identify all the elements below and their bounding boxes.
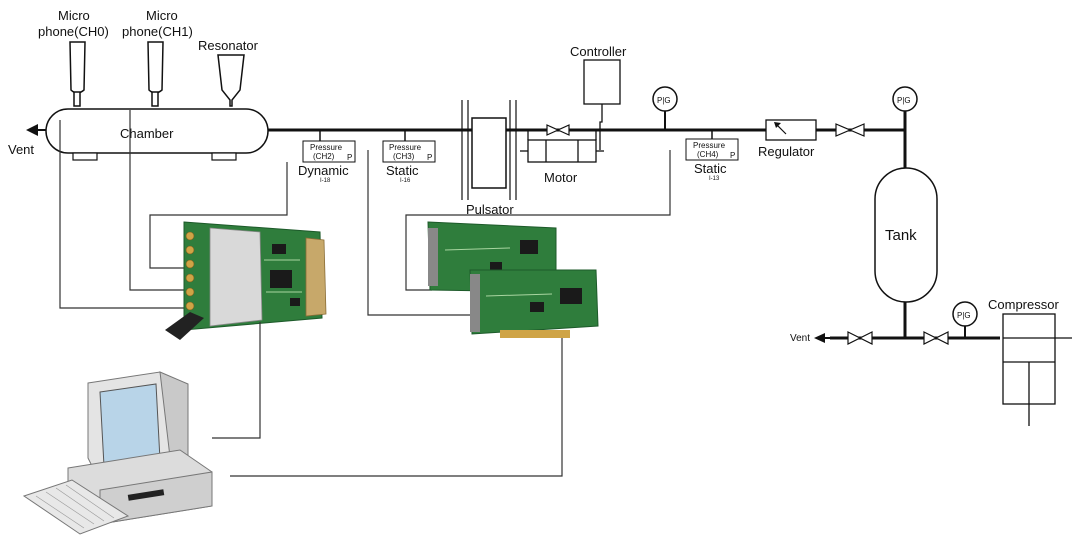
pulsator — [462, 100, 516, 200]
valve-vent-icon — [848, 332, 872, 344]
sensor-ch4-kind: Static — [694, 161, 727, 176]
mic0-label-line2: phone(CH0) — [38, 24, 109, 39]
compressor-label: Compressor — [988, 297, 1059, 312]
motor-valve-icon — [547, 125, 569, 135]
compressor — [1003, 314, 1072, 426]
valve-main-icon — [836, 124, 864, 136]
daq-pci-card-front — [470, 270, 598, 338]
pressure-gauge-2-label: P|G — [897, 96, 911, 105]
sensor-ch4-channel: (CH4) — [697, 150, 719, 159]
mic1-label-line2: phone(CH1) — [122, 24, 193, 39]
valve-compressor-icon — [924, 332, 948, 344]
controller — [584, 60, 620, 150]
sensor-ch4-model: I-13 — [709, 176, 720, 182]
sensor-ch3-p: P — [427, 153, 432, 162]
mic0-label-line1: Micro — [58, 8, 90, 23]
vent-bottom-arrow — [814, 333, 830, 343]
sensor-ch4-p: P — [730, 151, 735, 160]
vent-left-label: Vent — [8, 142, 34, 157]
controller-label: Controller — [570, 44, 627, 59]
vent-bottom-label: Vent — [790, 333, 810, 344]
sensor-ch2-p: P — [347, 153, 352, 162]
computer-wires — [212, 322, 562, 476]
daq-pxi-module — [165, 222, 326, 340]
motor-label: Motor — [544, 170, 578, 185]
chamber-label: Chamber — [120, 126, 174, 141]
vent-left-arrow — [26, 124, 46, 136]
sensor-ch2-model: I-18 — [320, 178, 331, 184]
motor — [520, 130, 604, 162]
tank-label: Tank — [885, 227, 917, 244]
computer-icon — [24, 372, 212, 534]
resonator-label: Resonator — [198, 38, 259, 53]
regulator-label: Regulator — [758, 144, 815, 159]
sensor-ch4-title: Pressure — [693, 141, 726, 150]
sensor-ch2-title: Pressure — [310, 143, 343, 152]
sensor-ch3-channel: (CH3) — [393, 152, 415, 161]
microphone-ch0-icon — [70, 42, 85, 106]
sensor-ch2-channel: (CH2) — [313, 152, 335, 161]
resonator-icon — [218, 55, 244, 106]
sensor-ch3-kind: Static — [386, 163, 419, 178]
pressure-gauge-3-label: P|G — [957, 311, 971, 320]
pressure-gauge-1-label: P|G — [657, 96, 671, 105]
mic1-label-line1: Micro — [146, 8, 178, 23]
sensor-ch2-kind: Dynamic — [298, 163, 349, 178]
sensor-ch3-title: Pressure — [389, 143, 422, 152]
pressure-gauge-1-icon — [653, 87, 677, 130]
microphone-ch1-icon — [148, 42, 163, 106]
pulsator-label: Pulsator — [466, 202, 514, 217]
sensor-ch3-model: I-16 — [400, 178, 411, 184]
regulator — [766, 120, 816, 140]
pressure-gauge-3-icon — [953, 302, 977, 338]
